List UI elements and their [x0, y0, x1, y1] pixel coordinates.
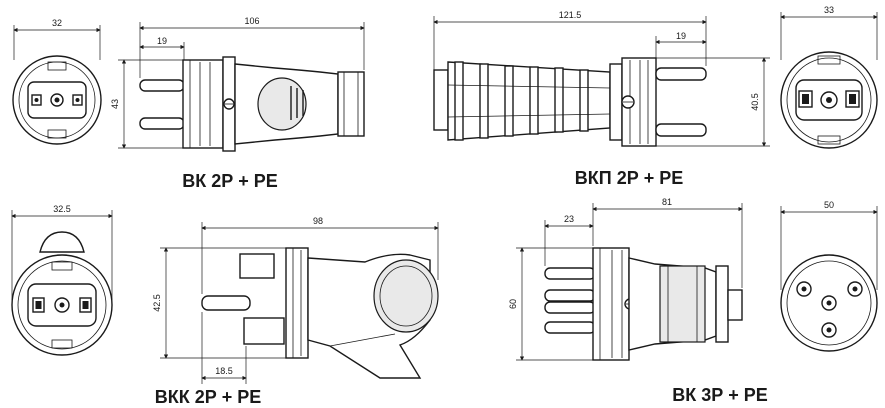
vkp-front-width-dimension: 33: [780, 5, 878, 60]
vkp-height-label: 40.5: [750, 93, 760, 111]
vk3-front-width-label: 50: [824, 200, 834, 210]
vk3-length-dimension: 81: [592, 197, 743, 288]
vkk-side-view: [201, 247, 439, 379]
vkp-front-view: [780, 51, 878, 149]
vk3-front-width-dimension: 50: [780, 200, 878, 290]
vkk-height-dimension: 42.5: [152, 247, 286, 359]
vk-height-label: 43: [110, 99, 120, 109]
caption-vk-3p-pe: ВК 3Р + РЕ: [672, 385, 768, 405]
vk3-height-label: 60: [508, 299, 518, 309]
vkk-front-width-label: 32.5: [53, 204, 71, 214]
vkk-length-dimension: 98: [201, 216, 439, 294]
vkk-front-view: [11, 231, 113, 356]
vk3-pin-label: 23: [564, 214, 574, 224]
vkk-front-width-dimension: 32.5: [11, 204, 113, 300]
vk-front-view: [12, 55, 102, 145]
vkp-length-label: 121.5: [559, 10, 582, 20]
vk-side-view: [139, 56, 365, 152]
vkk-length-label: 98: [313, 216, 323, 226]
vkp-height-dimension: 40.5: [656, 57, 770, 147]
vk3-length-label: 81: [662, 197, 672, 207]
vk3-front-view: [780, 254, 878, 352]
vk-height-dimension: 43: [110, 59, 183, 149]
vk-pin-dimension: 19: [139, 36, 185, 60]
caption-vk-2p-pe: ВК 2Р + РЕ: [182, 171, 278, 191]
vk-front-width-dimension: 32: [13, 18, 101, 60]
vk-length-label: 106: [244, 16, 259, 26]
caption-vkp-2p-pe: ВКП 2Р + РЕ: [575, 168, 683, 188]
vk-pin-label: 19: [157, 36, 167, 46]
vkp-pin-dimension: 19: [655, 31, 707, 58]
vkk-pin-dimension: 18.5: [201, 312, 247, 384]
vkk-height-label: 42.5: [152, 294, 162, 312]
vk-length-dimension: 106: [139, 16, 365, 78]
vkp-side-view: [433, 57, 707, 147]
vk3-height-dimension: 60: [508, 247, 593, 361]
vkp-pin-label: 19: [676, 31, 686, 41]
vk3-side-view: [544, 247, 743, 361]
vk-front-width-label: 32: [52, 18, 62, 28]
vkp-front-width-label: 33: [824, 5, 834, 15]
vkk-pin-label: 18.5: [215, 366, 233, 376]
caption-vkk-2p-pe: ВКК 2Р + РЕ: [155, 387, 262, 407]
vkp-length-dimension: 121.5: [433, 10, 707, 70]
vk3-pin-dimension: 23: [544, 214, 594, 266]
